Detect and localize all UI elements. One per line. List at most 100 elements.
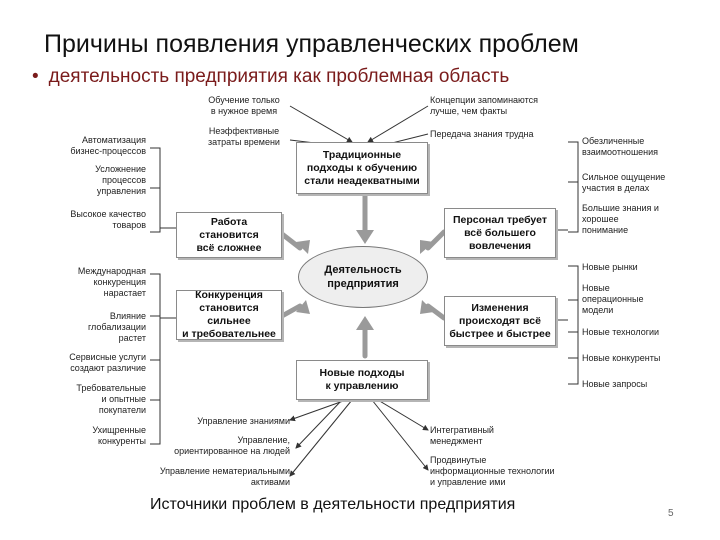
label-line: участия в делах xyxy=(582,183,650,193)
box-line: всё большего xyxy=(464,226,536,239)
label-line: и управление ими xyxy=(430,477,506,487)
connector-line xyxy=(377,399,429,431)
label-people-oriented: Управление,ориентированное на людей xyxy=(150,435,290,457)
label-line: Усложнение xyxy=(95,164,146,174)
bracket-line xyxy=(150,147,161,233)
label-line: Международная xyxy=(77,266,146,276)
label-line: Управление нематериальными xyxy=(159,466,290,476)
box-line: подходы к обучению xyxy=(306,161,418,174)
label-line: Новые xyxy=(582,283,610,293)
label-line: Автоматизация xyxy=(82,135,146,145)
label-line: Концепции запоминаются xyxy=(430,95,539,105)
label-line: Управление, xyxy=(237,435,290,445)
bullet-text: деятельность предприятия как проблемная … xyxy=(48,66,510,87)
label-line: ориентированное на людей xyxy=(174,446,290,456)
connector-line xyxy=(289,399,353,477)
center-line-2: предприятия xyxy=(327,278,399,290)
diagram-caption: Источники проблем в деятельности предпри… xyxy=(150,496,516,513)
box-line: Персонал требует xyxy=(453,213,547,226)
label-line: Неэффективные xyxy=(208,126,280,136)
box-line: быстрее и быстрее xyxy=(449,327,551,340)
label-line: управления xyxy=(96,186,146,196)
box-line: вовлечения xyxy=(468,239,531,252)
thick-arrow xyxy=(425,229,447,251)
arrow-head-icon xyxy=(296,300,310,314)
label-knowledge-transfer: Передача знания трудна xyxy=(430,129,533,140)
label-line: понимание xyxy=(582,225,629,235)
box-line: и требовательнее xyxy=(182,328,276,340)
bracket-line xyxy=(568,141,579,233)
label-line: операционные xyxy=(582,294,644,304)
label-new-competitors: Новые конкуренты xyxy=(582,353,660,364)
label-new-markets: Новые рынки xyxy=(582,262,638,273)
thick-arrow xyxy=(279,231,303,251)
bullet-line: • деятельность предприятия как проблемная… xyxy=(32,66,509,88)
label-line: затраты времени xyxy=(208,137,280,147)
box-line: Традиционные xyxy=(322,148,402,161)
label-line: растет xyxy=(118,333,146,343)
label-line: товаров xyxy=(112,220,146,230)
label-line: Сильное ощущение xyxy=(582,172,666,182)
arrow-head-icon xyxy=(420,300,434,314)
label-line: Новые технологии xyxy=(582,327,660,337)
label-line: конкуренты xyxy=(97,436,146,446)
label-line: глобализации xyxy=(87,322,146,332)
label-line: Ухищренные xyxy=(92,425,146,435)
connector-line xyxy=(371,399,429,471)
label-line: Влияние xyxy=(109,311,146,321)
connector-line xyxy=(295,399,343,449)
box-line: Новые подходы xyxy=(319,367,405,379)
arrow-head-icon xyxy=(296,240,310,254)
box-line: всё сложнее xyxy=(196,241,262,254)
label-line: Обезличенные xyxy=(582,136,645,146)
thick-arrow xyxy=(425,303,447,321)
label-line: процессов xyxy=(102,175,146,185)
arrow-head-icon xyxy=(420,240,434,254)
box-line: становится сильнее xyxy=(199,302,259,327)
label-line: информационные технологии xyxy=(430,466,555,476)
label-line: Новые конкуренты xyxy=(582,353,661,363)
label-line: менеджмент xyxy=(430,436,483,446)
label-line: и опытные xyxy=(101,394,146,404)
label-knowledge-management: Управление знаниями xyxy=(150,416,290,427)
label-line: Новые рынки xyxy=(582,262,638,272)
box-line: к управлению xyxy=(325,380,399,392)
connector-line xyxy=(367,105,429,143)
label-line: активами xyxy=(250,477,290,487)
label-new-technologies: Новые технологии xyxy=(582,327,659,338)
box-line: Изменения xyxy=(471,301,529,314)
label-line: бизнес-процессов xyxy=(70,146,146,156)
label-line: Высокое качество xyxy=(70,209,146,219)
box-line: Работа становится xyxy=(199,215,259,241)
label-line: Требовательные xyxy=(76,383,146,393)
slide-title: Причины появления управленческих проблем xyxy=(44,30,579,58)
label-line: покупатели xyxy=(98,405,146,415)
label-line: конкуренция xyxy=(93,277,147,287)
connector-line xyxy=(289,399,347,422)
bracket-line xyxy=(150,273,161,445)
bullet-dot-icon: • xyxy=(32,66,39,87)
connector-line xyxy=(289,105,353,143)
